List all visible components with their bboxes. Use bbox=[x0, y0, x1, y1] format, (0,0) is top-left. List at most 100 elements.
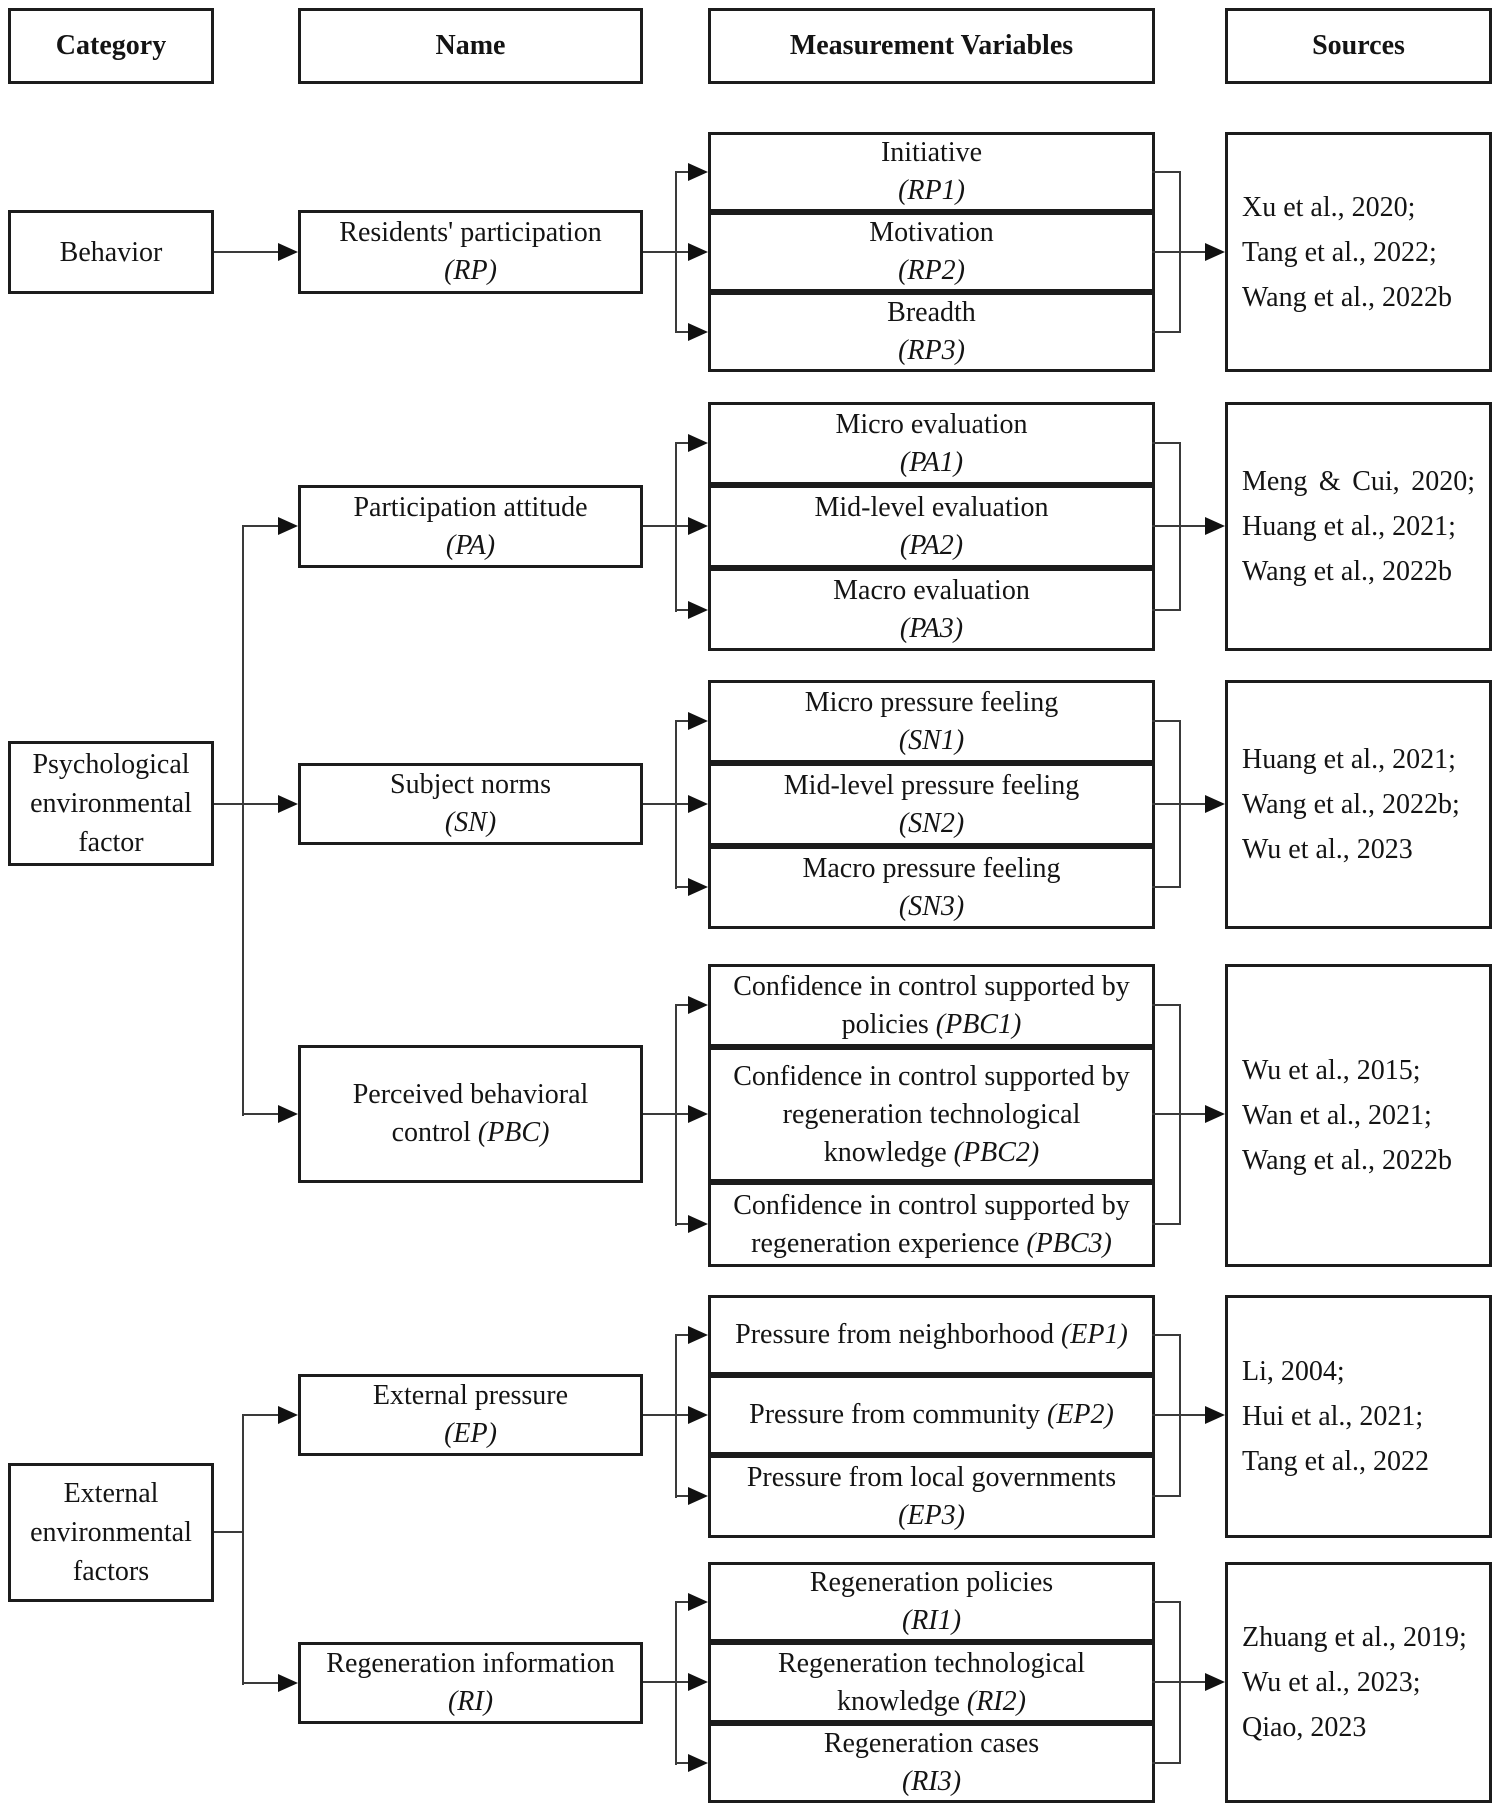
name-title: Regeneration information bbox=[326, 1648, 615, 1679]
connector-line bbox=[675, 1334, 677, 1498]
connector-line bbox=[643, 1414, 676, 1416]
connector-line bbox=[1152, 251, 1205, 253]
connector-line bbox=[1152, 1601, 1181, 1603]
mv-box-sn1: Micro pressure feeling (SN1) bbox=[708, 680, 1155, 763]
mv-code-value: EP3 bbox=[907, 1499, 956, 1531]
name-code-value: PBC bbox=[487, 1117, 541, 1148]
connector-line bbox=[675, 720, 689, 722]
source-line: Huang et al., 2021; bbox=[1242, 511, 1456, 542]
mv-label: Regeneration technological bbox=[777, 1647, 1086, 1679]
connector-line bbox=[1152, 1334, 1181, 1336]
mv-label: Micro pressure feeling bbox=[804, 686, 1059, 718]
mv-code-value: RP1 bbox=[907, 175, 956, 206]
name-code-value: EP bbox=[453, 1418, 488, 1449]
connector-line bbox=[675, 1681, 689, 1683]
header-category: Category bbox=[8, 8, 214, 84]
name-box-ri: Regeneration information (RI) bbox=[298, 1642, 643, 1724]
arrow-right-icon bbox=[688, 163, 708, 181]
connector-line bbox=[675, 1223, 689, 1225]
mv-code-pre: regeneration experience bbox=[751, 1227, 1027, 1259]
source-line: Qiao, 2023 bbox=[1242, 1712, 1367, 1743]
connector-line bbox=[1152, 442, 1181, 444]
connector-line bbox=[1152, 1004, 1181, 1006]
name-code: (PA) bbox=[445, 529, 496, 561]
sources-box-rp: Xu et al., 2020; Tang et al., 2022; Wang… bbox=[1225, 132, 1492, 372]
header-sources: Sources bbox=[1225, 8, 1492, 84]
connector-line bbox=[643, 1681, 676, 1683]
category-label: Psychological bbox=[32, 749, 190, 780]
mv-label: Macro evaluation bbox=[833, 574, 1030, 606]
connector-line bbox=[1152, 1223, 1181, 1225]
name-box-ep: External pressure (EP) bbox=[298, 1374, 643, 1456]
mv-label: Confidence in control supported by bbox=[733, 1060, 1130, 1092]
name-code: control (PBC) bbox=[391, 1117, 550, 1148]
mv-code: (SN1) bbox=[898, 724, 965, 756]
mv-label: Confidence in control supported by bbox=[733, 1189, 1130, 1221]
source-line: Li, 2004; bbox=[1242, 1356, 1345, 1387]
connector-line bbox=[675, 1495, 689, 1497]
connector-line bbox=[242, 525, 244, 1116]
arrow-right-icon bbox=[688, 1673, 708, 1691]
connector-line bbox=[675, 1601, 677, 1765]
mv-box-sn2: Mid-level pressure feeling (SN2) bbox=[708, 763, 1155, 846]
header-measurement-variables: Measurement Variables bbox=[708, 8, 1155, 84]
connector-line bbox=[1152, 331, 1181, 333]
connector-line bbox=[1152, 1495, 1181, 1497]
connector-line bbox=[675, 1762, 689, 1764]
source-line: Wang et al., 2022b bbox=[1242, 556, 1453, 587]
mv-code-value: PA1 bbox=[909, 446, 954, 478]
sources-box-pbc: Wu et al., 2015; Wan et al., 2021; Wang … bbox=[1225, 964, 1492, 1267]
sources-box-ri: Zhuang et al., 2019; Wu et al., 2023; Qi… bbox=[1225, 1562, 1492, 1803]
category-box-external: External environmental factors bbox=[8, 1463, 214, 1602]
mv-box-rp1: Initiative (RP1) bbox=[708, 132, 1155, 212]
name-code-value: RI bbox=[457, 1686, 484, 1717]
name-title: Subject norms bbox=[390, 769, 551, 800]
source-line: Wang et al., 2022b bbox=[1242, 1145, 1453, 1176]
sources-box-ep: Li, 2004; Hui et al., 2021; Tang et al.,… bbox=[1225, 1295, 1492, 1538]
mv-box-pbc3: Confidence in control supported by regen… bbox=[708, 1182, 1155, 1267]
connector-line bbox=[1152, 1113, 1205, 1115]
connector-line bbox=[1152, 803, 1205, 805]
mv-box-pa2: Mid-level evaluation (PA2) bbox=[708, 485, 1155, 568]
connector-line bbox=[675, 1334, 689, 1336]
mv-code: Pressure from community (EP2) bbox=[749, 1399, 1114, 1430]
name-code-value: SN bbox=[454, 807, 487, 838]
mv-label: Motivation bbox=[869, 217, 994, 248]
arrow-right-icon bbox=[688, 601, 708, 619]
mv-box-ri3: Regeneration cases (RI3) bbox=[708, 1723, 1155, 1803]
category-box-psychological: Psychological environmental factor bbox=[8, 741, 214, 866]
header-category-label: Category bbox=[55, 30, 167, 61]
arrow-right-icon bbox=[688, 1105, 708, 1123]
connector-line bbox=[242, 1414, 278, 1416]
connector-line bbox=[675, 1414, 689, 1416]
name-box-pa: Participation attitude (PA) bbox=[298, 485, 643, 568]
name-code: (RP) bbox=[444, 255, 497, 286]
connector-line bbox=[242, 1113, 278, 1115]
mv-code: (RP1) bbox=[898, 175, 965, 206]
name-box-pbc: Perceived behavioral control (PBC) bbox=[298, 1045, 643, 1183]
name-title: Perceived behavioral bbox=[352, 1079, 589, 1110]
mv-code-value: PA2 bbox=[909, 529, 954, 561]
source-line: Zhuang et al., 2019; bbox=[1242, 1622, 1467, 1653]
source-line: Tang et al., 2022 bbox=[1242, 1446, 1429, 1477]
source-line: Xu et al., 2020; bbox=[1242, 191, 1416, 223]
connector-line bbox=[675, 1004, 689, 1006]
connector-line bbox=[242, 1682, 278, 1684]
mv-box-rp2: Motivation (RP2) bbox=[708, 212, 1155, 292]
connector-line bbox=[214, 803, 278, 805]
mv-label: Confidence in control supported by bbox=[733, 970, 1130, 1002]
connector-line bbox=[1152, 1681, 1205, 1683]
category-label: External bbox=[63, 1478, 159, 1509]
connector-line bbox=[675, 442, 689, 444]
category-label: factor bbox=[78, 827, 144, 858]
name-code: (SN) bbox=[444, 807, 497, 838]
mv-code: (PA3) bbox=[899, 612, 964, 644]
connector-line bbox=[675, 171, 689, 173]
arrow-right-icon bbox=[278, 795, 298, 813]
arrow-right-icon bbox=[688, 243, 708, 261]
arrow-right-icon bbox=[688, 712, 708, 730]
mv-code-value: SN2 bbox=[908, 807, 955, 839]
arrow-right-icon bbox=[688, 434, 708, 452]
connector-line bbox=[675, 1004, 677, 1226]
mv-label: Regeneration cases bbox=[823, 1728, 1040, 1759]
